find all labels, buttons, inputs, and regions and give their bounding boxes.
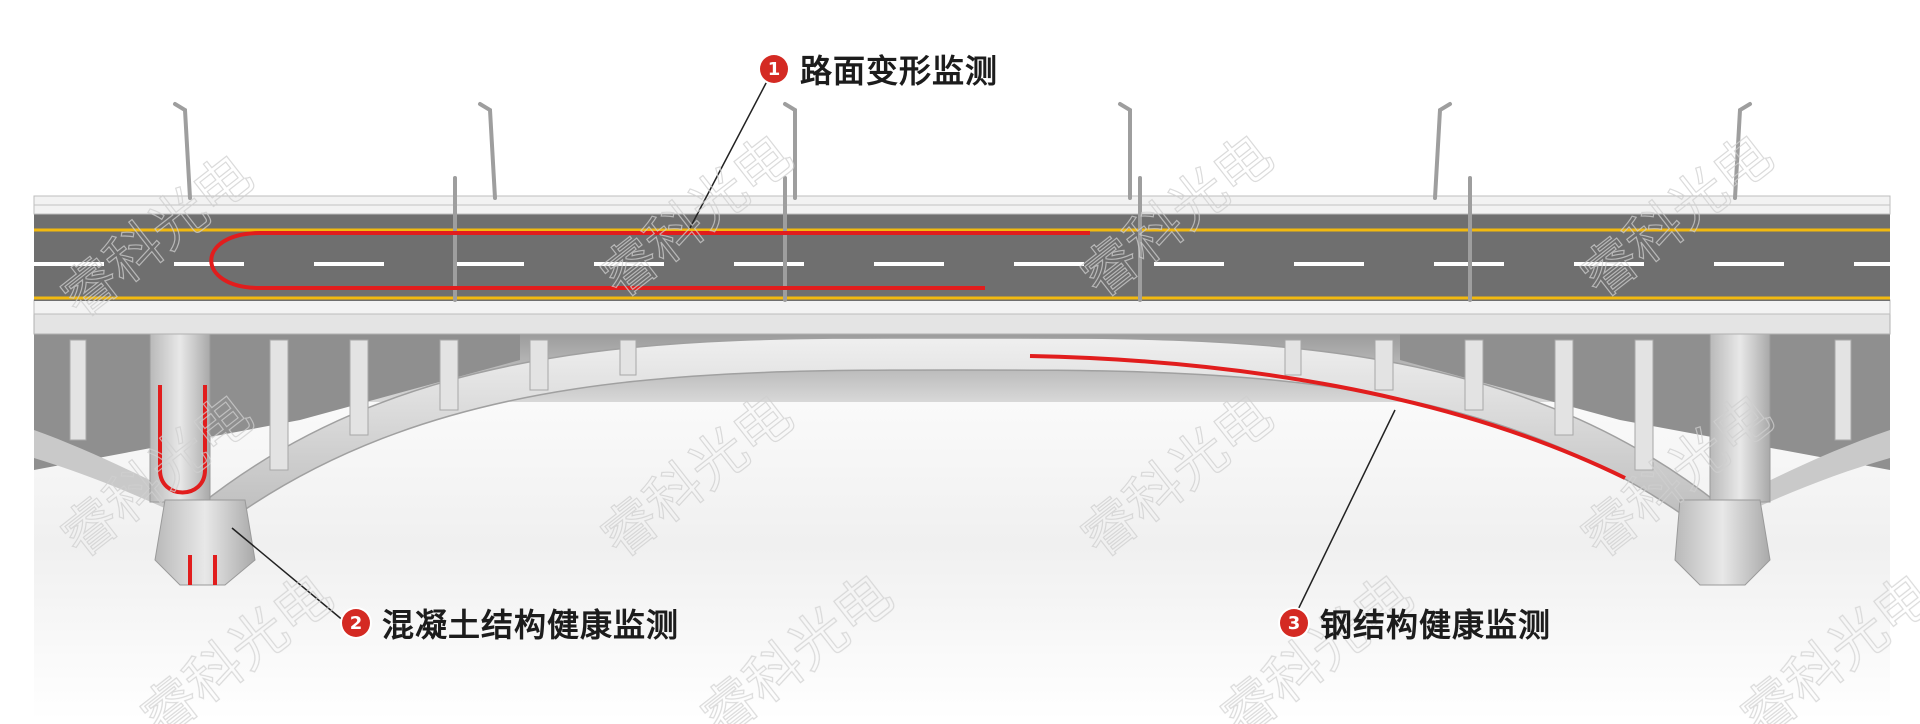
leader-line-2 — [231, 527, 346, 623]
leader-line-3 — [1291, 409, 1396, 623]
callout-number-badge: 3 — [1280, 609, 1308, 637]
lamp-posts — [173, 102, 1752, 302]
leader-line-1 — [689, 65, 776, 229]
callout-number-badge: 2 — [342, 609, 370, 637]
callout-number-badge: 1 — [760, 55, 788, 83]
spandrel-columns — [69, 339, 1852, 471]
right-pier — [1674, 331, 1771, 586]
concrete-sensor-line-foot — [188, 555, 217, 585]
callout-road-deformation: 1 路面变形监测 — [760, 46, 998, 92]
callout-label: 钢结构健康监测 — [1320, 606, 1552, 644]
callout-label: 路面变形监测 — [800, 52, 999, 90]
concrete-sensor-line — [158, 385, 207, 495]
callout-label: 混凝土结构健康监测 — [382, 606, 680, 644]
callout-steel-monitoring: 3 钢结构健康监测 — [1280, 600, 1551, 646]
road-sensor-line — [209, 231, 1090, 290]
callout-concrete-monitoring: 2 混凝土结构健康监测 — [342, 600, 679, 646]
steel-sensor-line — [1029, 354, 1626, 480]
deck-edge — [33, 311, 1891, 335]
